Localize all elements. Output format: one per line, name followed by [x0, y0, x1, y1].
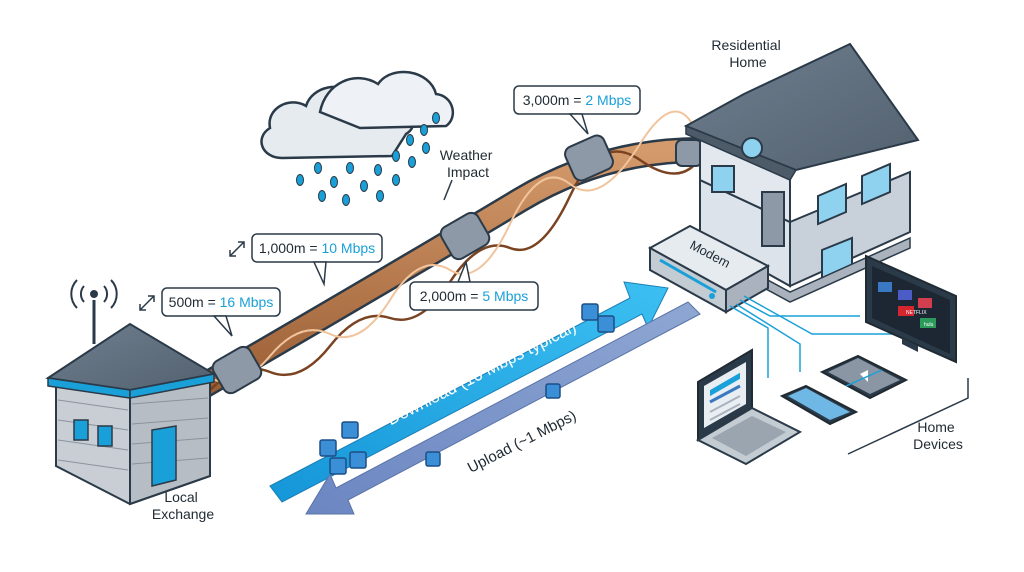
callout-2000m-distance: 2,000m = [420, 288, 483, 304]
laptop-icon [695, 348, 803, 466]
callout-3000m-speed: 2 Mbps [585, 92, 631, 108]
callout-2000m-speed: 5 Mbps [482, 288, 528, 304]
home-network-lines [729, 295, 900, 378]
svg-text:1,000m = 10 Mbps: 1,000m = 10 Mbps [259, 240, 375, 256]
svg-text:2,000m = 5 Mbps: 2,000m = 5 Mbps [420, 288, 529, 304]
rain-cloud-icon [260, 70, 455, 206]
hulu-tile: hulu [924, 322, 934, 328]
local-exchange-label: Local Exchange [152, 489, 214, 522]
antenna-signal-icon [70, 279, 118, 309]
home-devices-label: Home Devices [913, 419, 963, 452]
tablet-icon [819, 354, 909, 400]
callout-500m-distance: 500m = [169, 294, 220, 310]
resize-arrow-icon [139, 295, 155, 311]
copper-cable [187, 110, 713, 401]
callout-1000m: 1,000m = 10 Mbps [251, 233, 383, 287]
residential-home-label: Residential Home [711, 37, 784, 70]
resize-arrow-icon [229, 241, 245, 257]
weather-label: Weather Impact [440, 147, 497, 180]
smartphone-icon [779, 384, 859, 426]
devices-bracket [847, 378, 969, 455]
modem-device [647, 224, 771, 314]
callout-1000m-distance: 1,000m = [259, 240, 322, 256]
svg-text:3,000m = 2 Mbps: 3,000m = 2 Mbps [523, 92, 632, 108]
callout-500m-speed: 16 Mbps [220, 294, 274, 310]
tv-icon: NETFLIX hulu [865, 254, 957, 364]
callout-500m: 500m = 16 Mbps [161, 287, 281, 337]
callout-2000m: 2,000m = 5 Mbps [409, 259, 539, 311]
local-exchange-building [45, 300, 217, 506]
data-cube-icons [319, 303, 615, 475]
callout-3000m: 3,000m = 2 Mbps [513, 85, 641, 135]
callout-1000m-speed: 10 Mbps [321, 240, 375, 256]
weather-pointer [443, 179, 453, 201]
callout-3000m-distance: 3,000m = [523, 92, 586, 108]
svg-text:500m = 16 Mbps: 500m = 16 Mbps [169, 294, 274, 310]
netflix-tile: NETFLIX [906, 310, 927, 316]
residential-home [683, 42, 920, 303]
upload-arrow [305, 301, 701, 515]
